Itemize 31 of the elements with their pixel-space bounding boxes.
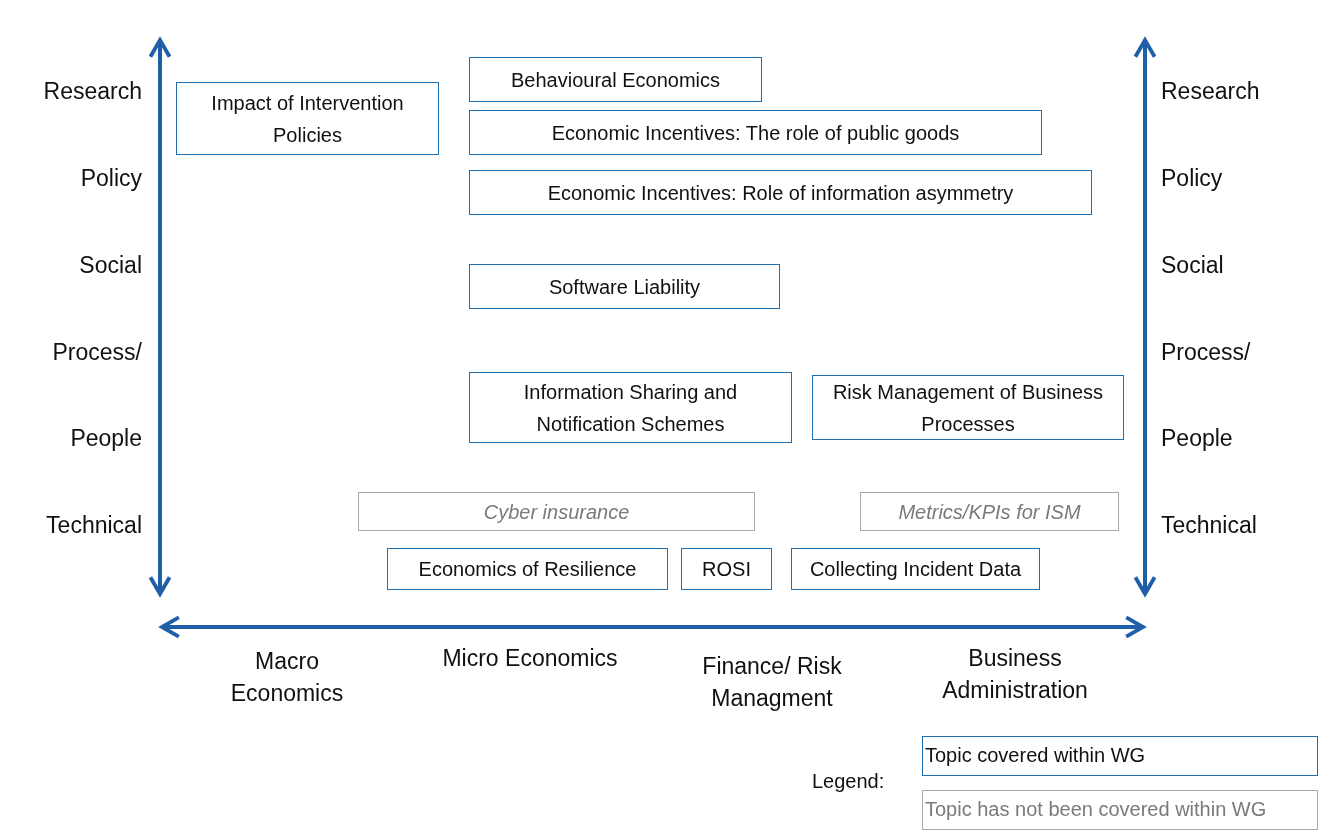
axis-label: Process/ <box>1161 338 1252 367</box>
axis-label: Research <box>1161 77 1261 106</box>
topic-box: Collecting Incident Data <box>791 548 1040 590</box>
topic-box: Software Liability <box>469 264 780 309</box>
legend-title: Legend: <box>812 769 886 794</box>
topic-box: Economics of Resilience <box>387 548 668 590</box>
axis-label: People <box>1161 424 1234 453</box>
axis-label: Micro Economics <box>441 644 619 673</box>
legend-item: Topic has not been covered within WG <box>922 790 1318 830</box>
topic-box: Information Sharing and Notification Schemes <box>469 372 792 443</box>
legend-item: Topic covered within WG <box>922 736 1318 776</box>
axis-label: People <box>69 424 142 453</box>
axis-label: Policy <box>1161 164 1224 193</box>
topic-box: Risk Management of Business Processes <box>812 375 1124 440</box>
topic-box: Cyber insurance <box>358 492 755 531</box>
axis-label: Social <box>1161 251 1225 280</box>
axis-label: Policy <box>79 164 142 193</box>
topic-box: Behavioural Economics <box>469 57 762 102</box>
topic-box: Economic Incentives: Role of information asymmetry <box>469 170 1092 215</box>
topic-box: Economic Incentives: The role of public goods <box>469 110 1042 155</box>
axis-label: Social <box>78 251 142 280</box>
axis-label: Technical <box>1161 511 1258 540</box>
axis-label: Finance/ Risk Managment <box>701 652 843 713</box>
topic-box: Metrics/KPIs for ISM <box>860 492 1119 531</box>
axis-label: Research <box>42 77 142 106</box>
topic-box: Impact of Intervention Policies <box>176 82 439 155</box>
axis-label: Business Administration <box>941 644 1089 705</box>
axis-label: Technical <box>45 511 142 540</box>
axis-label: Process/ <box>51 338 142 367</box>
topic-box: ROSI <box>681 548 772 590</box>
axis-label: Macro Economics <box>229 647 345 708</box>
